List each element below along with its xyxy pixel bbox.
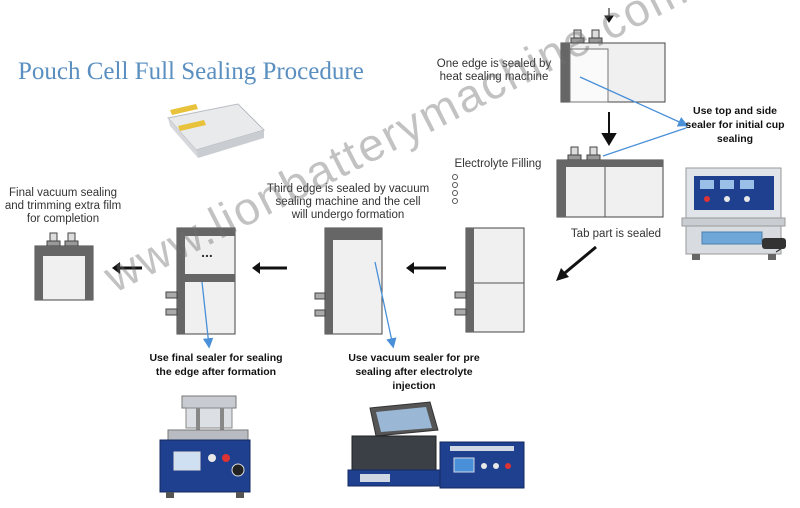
cell-step3-vertical: [454, 227, 525, 333]
filling-drops: [452, 174, 458, 204]
leader-line-step3: [602, 127, 687, 157]
label-final-sealer: Use final sealer for sealing the edge af…: [149, 352, 283, 378]
arrow-left-3-head: [112, 262, 120, 274]
arrow-diag-head: [556, 268, 569, 281]
arrow-down-middle: [601, 112, 617, 146]
label-vacuum-pre-sealer: Use vacuum sealer for pre sealing after …: [348, 352, 480, 392]
label-step2: Electrolyte Filling: [454, 158, 542, 170]
label-step1: One edge is sealed by heat sealing machi…: [436, 58, 552, 83]
cell-final: [34, 232, 94, 301]
cell-step4: [314, 227, 383, 335]
arrow-left-2-head: [252, 262, 260, 274]
arrow-left-1-head: [406, 262, 414, 274]
diagram-title: Pouch Cell Full Sealing Procedure: [18, 58, 364, 85]
vacuum-sealer-machine: [347, 401, 525, 489]
label-step3: Tab part is sealed: [570, 228, 662, 240]
arrow-down-top: [604, 8, 614, 23]
leader-line-step4: [374, 261, 397, 349]
pouch-cell-illustration: [167, 103, 265, 158]
formation-dots: ...: [201, 244, 213, 260]
cell-step1: [560, 29, 666, 103]
leader-line-formation: [201, 281, 214, 349]
label-top-side-sealer: Use top and side sealer for initial cup …: [685, 105, 785, 145]
label-step5: Final vacuum sealing and trimming extra …: [4, 187, 122, 225]
cell-step3: [556, 146, 664, 218]
final-sealer-machine: [159, 395, 251, 498]
arrow-diag-down-left: [559, 245, 597, 279]
label-step4: Third edge is sealed by vacuum sealing m…: [266, 183, 430, 221]
leader-line-step1: [579, 76, 689, 127]
top-side-sealer-machine: [681, 167, 786, 260]
